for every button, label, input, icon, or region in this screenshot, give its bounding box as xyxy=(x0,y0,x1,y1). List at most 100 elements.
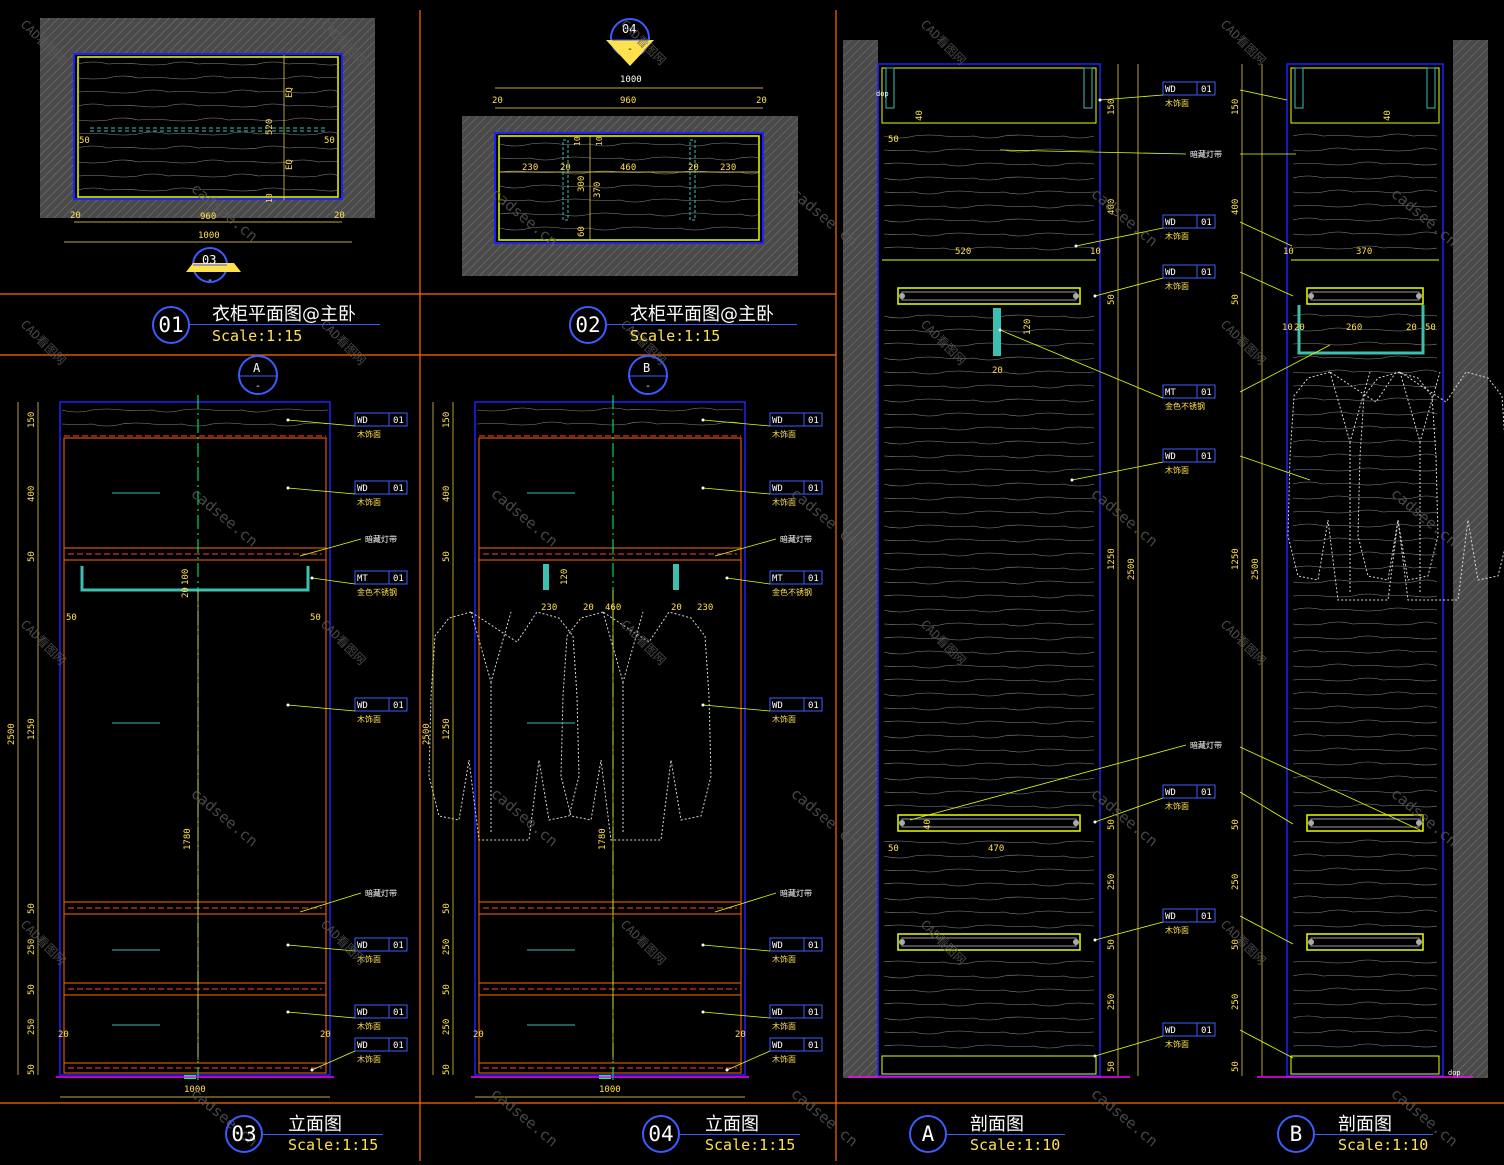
wood-grain-line xyxy=(77,145,339,150)
wood-grain-line xyxy=(77,131,339,136)
wood-grain-line xyxy=(883,440,1095,445)
shelf-box xyxy=(897,933,1081,951)
wood-grain-line xyxy=(1292,923,1438,928)
tag-number: 01 xyxy=(808,1041,819,1051)
dim-label: 20 xyxy=(583,603,594,613)
watermark-cadsee: cadsee.cn xyxy=(487,1084,561,1150)
tag-leader xyxy=(702,419,771,427)
wood-grain-line xyxy=(883,678,1095,683)
tag-leader-dot xyxy=(1093,1054,1097,1058)
light-strip-label: 暗藏灯带 xyxy=(365,534,397,544)
light-leader xyxy=(299,892,362,913)
wood-grain-line xyxy=(883,412,1095,417)
light-strip-tag: 暗藏灯带 xyxy=(299,888,397,913)
tag-description: 木饰面 xyxy=(772,954,796,964)
tag-number: 01 xyxy=(1201,912,1212,922)
dim-label: 50 xyxy=(888,844,899,854)
tag-code: WD xyxy=(1165,268,1176,278)
dim-label: 1250 xyxy=(1107,548,1117,570)
wood-grain-line xyxy=(1292,495,1438,500)
wood-grain-line xyxy=(883,896,1095,901)
wood-grain-line xyxy=(476,421,744,426)
dim-label: 50 xyxy=(1425,323,1436,333)
wood-grain-line xyxy=(883,580,1095,585)
tag-box xyxy=(769,937,823,952)
tag-code: WD xyxy=(357,1041,368,1051)
wood-grain-line xyxy=(1292,537,1438,542)
wood-grain xyxy=(1292,839,1438,928)
wood-grain xyxy=(77,61,339,192)
wood-grain-line xyxy=(883,910,1095,915)
dim-label: 20 xyxy=(58,1030,69,1040)
watermark-cadkan: CAD看图网 xyxy=(1218,917,1269,968)
wood-grain-line xyxy=(1292,691,1438,696)
wood-grain xyxy=(1292,313,1438,808)
wood-grain xyxy=(1292,133,1438,250)
tag-number: 01 xyxy=(1201,788,1212,798)
wood-grain-line xyxy=(883,594,1095,599)
plan2-dim-20b: 20 xyxy=(756,96,767,106)
tag-leader xyxy=(287,704,356,712)
dim-label: 50 xyxy=(1107,939,1117,950)
tag-code: WD xyxy=(1165,788,1176,798)
dim-label: 230 xyxy=(541,603,557,613)
wood-grain-line xyxy=(883,664,1095,669)
tag-leader xyxy=(311,577,356,585)
wood-grain-line xyxy=(883,622,1095,627)
shelf-bolt xyxy=(1416,293,1422,299)
dim-label: 50 xyxy=(27,984,37,995)
wood-grain-line xyxy=(883,868,1095,873)
tag-code: WD xyxy=(357,484,368,494)
base-box xyxy=(1290,1055,1440,1075)
plan2-dim-20c: 20 xyxy=(560,163,571,173)
dim-label: 50 xyxy=(27,903,37,914)
dim-label: 400 xyxy=(1107,199,1117,215)
wood-grain-line xyxy=(1292,147,1438,152)
wood-grain-line xyxy=(883,608,1095,613)
jacket-outline xyxy=(560,611,712,841)
tag-description: 木饰面 xyxy=(357,429,381,439)
tag-leader xyxy=(1094,1035,1164,1057)
dim-label: 20 xyxy=(671,603,682,613)
tag-number: 01 xyxy=(393,574,404,584)
wood-grain-line xyxy=(1292,327,1438,332)
wood-grain-line xyxy=(1292,677,1438,682)
tag-number: 01 xyxy=(808,941,819,951)
tag-leader xyxy=(999,329,1164,399)
dim-label: 150 xyxy=(1107,99,1117,115)
panel-A-title: 剖面图 xyxy=(970,1114,1024,1135)
wood-grain-line xyxy=(1292,425,1438,430)
light-strip-tag: 暗藏灯带 xyxy=(909,740,1222,821)
wall-hatch xyxy=(843,40,878,1078)
tag-description: 木饰面 xyxy=(357,1054,381,1064)
tag-number: 01 xyxy=(393,941,404,951)
light-strip-label: 暗藏灯带 xyxy=(1190,149,1222,159)
plan2-dim-960: 960 xyxy=(620,96,636,106)
panel-B-title: 剖面图 xyxy=(1338,1114,1392,1135)
wood-grain-line xyxy=(61,422,329,427)
wood-grain-line xyxy=(1292,551,1438,556)
wood-grain-line xyxy=(883,246,1095,251)
panel-04-scale: Scale:1:15 xyxy=(705,1136,796,1154)
tag-code: WD xyxy=(357,941,368,951)
dim-label: 20 xyxy=(1294,323,1305,333)
tag-leader-dot xyxy=(1093,294,1097,298)
dim-label: 20 xyxy=(735,1030,746,1040)
light-strip-label: 暗藏灯带 xyxy=(1190,740,1222,750)
marker-04-top: 04 - xyxy=(606,18,654,66)
panel-B-number: B xyxy=(1277,1115,1315,1153)
tag-leader xyxy=(1239,271,1294,297)
wood-grain-line xyxy=(883,524,1095,529)
shelf-bolt xyxy=(899,939,905,945)
tag-leader-dot xyxy=(1074,244,1078,248)
tag-description: 金色不锈钢 xyxy=(357,587,397,597)
dim-label: 50 xyxy=(442,551,452,562)
plan1-dim-960: 960 xyxy=(200,212,216,222)
tag-leader xyxy=(1239,1029,1294,1059)
tag-number: 01 xyxy=(393,1008,404,1018)
